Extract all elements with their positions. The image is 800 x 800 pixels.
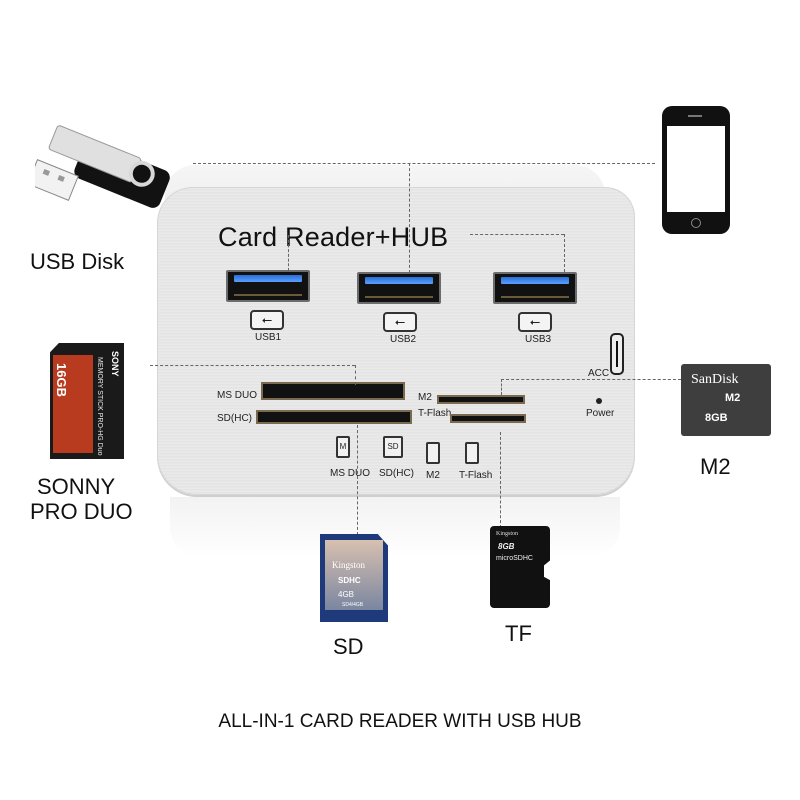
- sd-slot-label: SD(HC): [217, 413, 252, 424]
- sony-product: MEMORY STICK PRO-HG Duo: [96, 357, 103, 456]
- m2-slot[interactable]: [437, 395, 525, 404]
- m2-slot-label: M2: [418, 392, 432, 403]
- tflash-slot[interactable]: [450, 414, 526, 423]
- sony-brand: SONY: [110, 351, 120, 377]
- sd-capacity: 4GB: [338, 590, 355, 599]
- tf-type: microSDHC: [496, 555, 533, 562]
- tflash-icon-label: T-Flash: [459, 470, 493, 481]
- footer-title: ALL-IN-1 CARD READER WITH USB HUB: [218, 711, 582, 732]
- ms-duo-card-icon: M: [336, 436, 350, 458]
- sd-model: SD4/4GB: [342, 602, 364, 608]
- sony-capacity: 16GB: [54, 363, 69, 397]
- power-label: Power: [586, 408, 615, 419]
- sony-caption-line1: SONNY: [37, 474, 116, 499]
- hub-title: Card Reader+HUB: [218, 222, 449, 252]
- connector-line: [500, 432, 501, 528]
- connector-line: [501, 379, 502, 395]
- connector-line: [564, 234, 565, 272]
- usb2-label: USB2: [390, 334, 417, 345]
- usb-icon: ⭠: [518, 312, 552, 332]
- usb-port-1[interactable]: [226, 270, 310, 302]
- sd-caption: SD: [333, 634, 364, 659]
- sd-slot[interactable]: [256, 410, 412, 424]
- usb-disk-caption: USB Disk: [30, 249, 125, 274]
- tf-capacity: 8GB: [498, 542, 515, 551]
- tflash-slot-label: T-Flash: [418, 408, 452, 419]
- sd-brand: Kingston: [332, 560, 366, 570]
- usb3-label: USB3: [525, 334, 552, 345]
- power-led-icon: [596, 398, 602, 404]
- kingston-sd-card: Kingston SDHC 4GB SD4/4GB: [320, 534, 388, 622]
- ms-duo-icon-label: MS DUO: [330, 468, 370, 479]
- sandisk-type: M2: [725, 392, 741, 404]
- ms-duo-slot-label: MS DUO: [217, 390, 257, 401]
- sd-type: SDHC: [338, 576, 361, 585]
- m2-icon-label: M2: [426, 470, 440, 481]
- connector-line: [288, 235, 289, 271]
- tf-caption: TF: [505, 621, 532, 646]
- sandisk-brand: SanDisk: [691, 372, 739, 387]
- memory-stick-pro-duo-card: 16GB MEMORY STICK PRO-HG Duo SONY: [50, 343, 124, 459]
- kingston-microsd-card: Kingston 8GB microSDHC: [490, 526, 550, 608]
- connector-line: [470, 234, 564, 235]
- connector-line: [357, 425, 358, 535]
- sony-caption-line2: PRO DUO: [30, 499, 133, 524]
- usb1-label: USB1: [255, 332, 282, 343]
- sd-icon-label: SD(HC): [379, 468, 414, 479]
- m2-caption: M2: [700, 454, 731, 479]
- m2-card-icon: [426, 442, 440, 464]
- connector-line: [409, 163, 410, 273]
- smartphone-icon: [662, 106, 730, 234]
- connector-line: [150, 365, 355, 366]
- ms-duo-slot[interactable]: [261, 382, 405, 400]
- usb-flash-drive-icon: [35, 125, 170, 208]
- connector-line: [193, 163, 655, 164]
- sd-card-icon: SD: [383, 436, 403, 458]
- connector-line: [355, 365, 356, 385]
- tf-brand: Kingston: [496, 531, 519, 537]
- connector-line: [501, 379, 681, 380]
- usb-icon: ⭠: [383, 312, 417, 332]
- hub-reflection: [170, 497, 620, 557]
- tflash-card-icon: [465, 442, 479, 464]
- sandisk-capacity: 8GB: [705, 412, 728, 424]
- acc-label: ACC: [588, 368, 610, 379]
- usb-port-2[interactable]: [357, 272, 441, 304]
- usb-icon: ⭠: [250, 310, 284, 330]
- acc-button[interactable]: [610, 333, 624, 375]
- usb-port-3[interactable]: [493, 272, 577, 304]
- sandisk-m2-card: SanDisk M2 8GB: [681, 364, 771, 436]
